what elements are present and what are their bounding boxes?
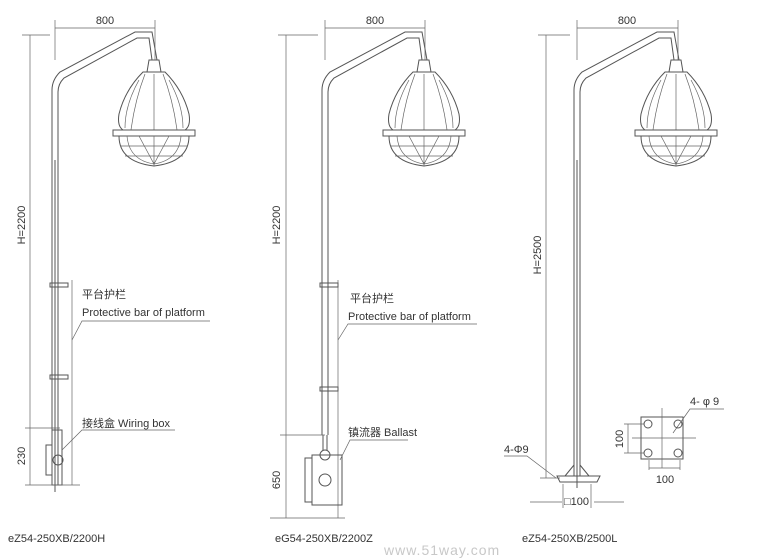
bottom-dimension: 230 [16,447,28,465]
detail-holes-label: 4- φ 9 [690,396,719,408]
height-dimension: H=2500 [532,236,544,275]
width-dimension: 800 [618,15,636,27]
base-plate-label: □100 [564,496,589,508]
drawing-3: 800 H=2500 4-Φ9 □100 4- φ 9 100 100 eZ54… [504,15,724,545]
protective-bar-label-cn: 平台护栏 [82,287,126,301]
protective-bar-label-en: Protective bar of platform [348,311,471,323]
drawing-1: 800 H=2200 230 平台护栏 Protective bar of pl… [8,15,210,545]
model-label-2: eG54-250XB/2200Z [275,533,373,545]
width-dimension: 800 [96,15,114,27]
height-dimension: H=2200 [271,206,283,245]
height-dimension: H=2200 [16,206,28,245]
detail-width-label: 100 [656,474,674,486]
ballast-label: 镇流器 Ballast [348,425,417,439]
protective-bar-label-en: Protective bar of platform [82,307,205,319]
base-plate-detail: 4- φ 9 100 100 [614,396,724,486]
wiring-box-label: 接线盒 Wiring box [82,416,171,430]
width-dimension: 800 [366,15,384,27]
model-label-1: eZ54-250XB/2200H [8,533,105,545]
protective-bar-label-cn: 平台护栏 [350,291,394,305]
base-holes-label: 4-Φ9 [504,444,529,456]
bottom-dimension: 650 [271,471,283,489]
drawing-2: 800 H=2200 650 平台护栏 Protective bar of pl… [270,15,477,545]
model-label-3: eZ54-250XB/2500L [522,533,617,545]
detail-height-label: 100 [614,430,626,448]
watermark: www.51way.com [383,542,500,558]
